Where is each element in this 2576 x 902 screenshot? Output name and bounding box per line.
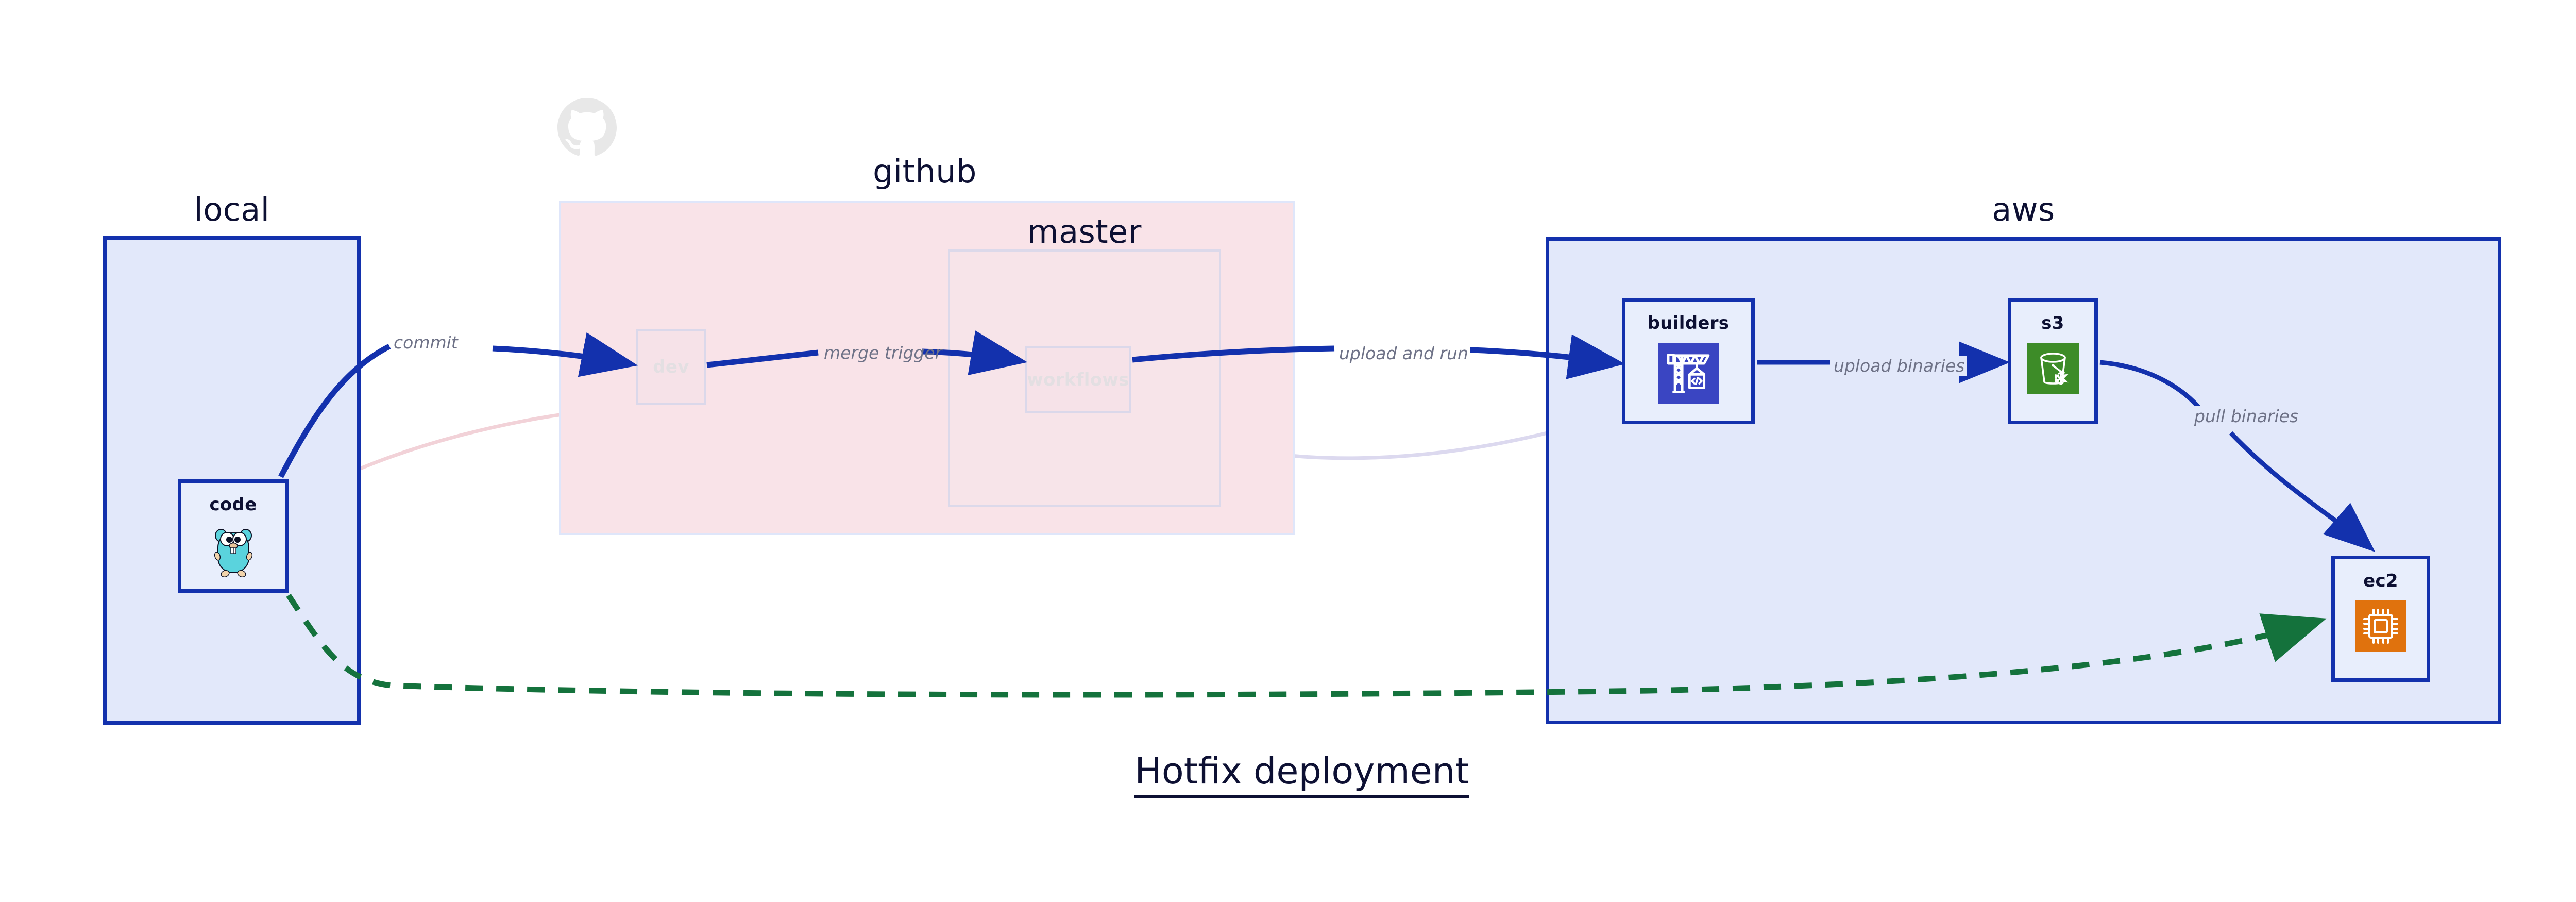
node-s3-label: s3	[2041, 313, 2064, 333]
node-s3[interactable]: s3	[2008, 298, 2098, 424]
edge-uploadrun-head	[1132, 345, 1335, 363]
go-gopher-icon	[210, 524, 257, 580]
edge-merge-head	[706, 349, 819, 368]
edge-label-merge-trigger: merge trigger	[824, 343, 942, 363]
node-workflows[interactable]: workflows	[1025, 346, 1131, 413]
page-title: Hotfix deployment	[0, 750, 2576, 798]
edge-pullbin-head	[2099, 360, 2203, 411]
cpu-chip-icon	[2355, 600, 2406, 652]
node-dev[interactable]: dev	[636, 329, 706, 405]
cluster-github-label: github	[873, 153, 977, 190]
edge-commit-tail	[492, 332, 638, 377]
node-builders-label: builders	[1647, 313, 1730, 333]
crane-code-icon	[1658, 343, 1719, 404]
edge-pullbin-tail	[2229, 431, 2376, 552]
edge-hotfix-dashed	[286, 593, 2327, 698]
cluster-aws-label: aws	[1992, 191, 2055, 228]
edge-label-commit: commit	[392, 332, 460, 353]
node-builders[interactable]: builders	[1622, 298, 1755, 424]
node-code-label: code	[209, 494, 257, 515]
s3-bucket-glacier-icon	[2027, 343, 2079, 394]
edge-merge-tail	[922, 330, 1028, 376]
node-code[interactable]: code	[178, 479, 289, 593]
github-octocat-icon	[557, 98, 617, 157]
edge-uploadrun-tail	[1458, 334, 1625, 379]
edge-label-upload-and-run: upload and run	[1337, 343, 1470, 363]
cluster-master-label: master	[1027, 213, 1142, 250]
node-workflows-label: workflows	[1027, 370, 1129, 390]
edge-label-upload-binaries: upload binaries	[1832, 356, 1967, 376]
cluster-local-label: local	[194, 191, 270, 228]
node-ec2-label: ec2	[2363, 571, 2398, 591]
edge-label-pull-binaries: pull binaries	[2192, 406, 2301, 426]
node-dev-label: dev	[653, 357, 689, 377]
node-ec2[interactable]: ec2	[2331, 556, 2430, 682]
edge-commit	[278, 344, 391, 478]
page-title-text: Hotfix deployment	[1134, 750, 1469, 798]
